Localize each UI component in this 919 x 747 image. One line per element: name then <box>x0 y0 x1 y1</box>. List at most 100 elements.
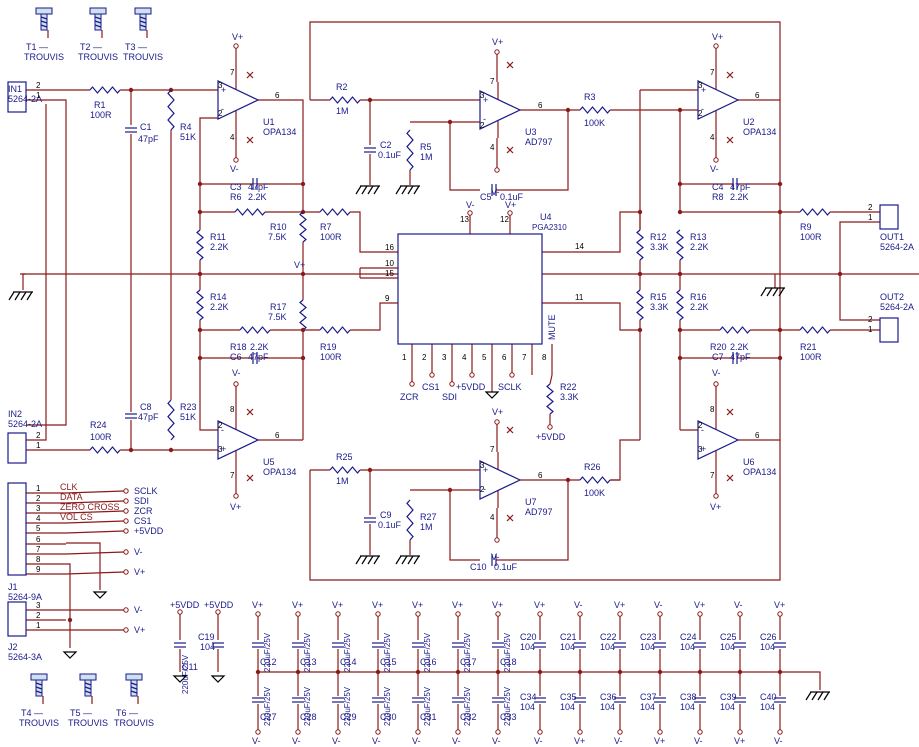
net-terminal <box>455 729 461 735</box>
pin-number: 8 <box>710 405 715 414</box>
connector-value: 5264-2A <box>880 302 914 312</box>
wire <box>738 99 781 212</box>
resistor-ref: R10 <box>270 222 287 232</box>
resistor-r25 <box>329 466 361 474</box>
ground-tick <box>413 555 420 565</box>
ground-triangle <box>172 675 188 683</box>
screw-thread <box>40 24 48 28</box>
opamp-u5: -+ <box>217 412 260 468</box>
net-terminal <box>617 729 623 735</box>
wire <box>496 480 569 561</box>
net-label-vminus: V- <box>466 200 475 210</box>
pin-number: 7 <box>36 545 41 554</box>
wire <box>65 551 125 555</box>
resistor- <box>239 326 271 334</box>
net-terminal <box>509 372 515 378</box>
nc-mark <box>726 408 734 416</box>
net-label-vminus: V- <box>230 164 239 174</box>
net-terminal <box>449 381 455 387</box>
net-label-vplus: V+ <box>372 600 383 610</box>
cap-value: 104 <box>720 702 735 712</box>
cap-value: 104 <box>640 702 655 712</box>
opamp-input-sign: + <box>701 85 706 95</box>
cap-value: 0.1uF <box>494 562 518 572</box>
pin-number: 4 <box>490 513 495 522</box>
wire <box>199 330 218 431</box>
resistor-zigzag <box>319 326 351 334</box>
screw-t6 <box>125 673 143 704</box>
junction-dot <box>565 477 571 483</box>
resistor-zigzag <box>329 96 361 104</box>
pin-number: 4 <box>710 133 715 142</box>
screw-head <box>134 7 152 15</box>
pin-number: 3 <box>698 81 703 90</box>
wire <box>66 542 101 590</box>
cap-ref: C4 <box>712 182 724 192</box>
junction-dot <box>197 355 203 361</box>
cap-ref: C12 <box>260 657 277 667</box>
resistor-r24 <box>89 446 121 454</box>
screw-ref: T5 — <box>70 708 92 718</box>
junction-dot <box>777 327 783 333</box>
wire <box>199 117 218 212</box>
resistor-value: 100K <box>584 118 605 128</box>
cap-value: 104 <box>720 642 735 652</box>
cap-value: 220uF/25V <box>263 632 272 672</box>
net-terminal <box>295 611 301 617</box>
opamp-ref: U7 <box>525 497 537 507</box>
net-label-vminus: V- <box>491 187 500 197</box>
screw-thread <box>84 690 92 694</box>
net-terminal <box>537 729 543 735</box>
wire <box>496 110 569 191</box>
cap-value: 0.1uF <box>500 192 524 202</box>
net-label-5vdd: +5VDD <box>456 382 486 392</box>
resistor-ref: R25 <box>336 452 353 462</box>
net-terminal <box>777 729 783 735</box>
cap-ref: C33 <box>500 712 517 722</box>
resistor-zigzag <box>234 208 266 216</box>
wire <box>309 21 781 100</box>
pin-number: 10 <box>385 259 394 268</box>
cap-ref: C24 <box>680 632 697 642</box>
resistor-zigzag <box>676 289 684 321</box>
pin-number: 14 <box>575 242 584 251</box>
resistor-r3 <box>579 106 611 114</box>
cap-ref: C28 <box>300 712 317 722</box>
pin-number: 4 <box>490 143 495 152</box>
pin-number: 9 <box>36 565 41 574</box>
net-label: V- <box>574 600 583 610</box>
pin-number: 1 <box>36 484 41 493</box>
cap-ref: C38 <box>680 692 697 702</box>
opamp-value: OPA134 <box>743 467 776 477</box>
u4-pin-name: MUTE <box>547 315 557 341</box>
pin-number: 1 <box>36 91 41 100</box>
pin-number: 1 <box>36 621 41 630</box>
capacitor-c27 <box>252 697 264 703</box>
resistor-r12 <box>636 229 644 261</box>
wire <box>258 99 304 212</box>
pin-number: 7 <box>490 77 495 86</box>
resistor-value: 1M <box>420 522 433 532</box>
cap-value: 220uF/25V <box>463 686 472 726</box>
net-label: V+ <box>614 600 625 610</box>
resistor-zigzag <box>319 208 351 216</box>
ground-tick <box>401 185 408 195</box>
net-terminal <box>123 518 129 524</box>
net-terminal <box>577 611 583 617</box>
capacitor-c24 <box>694 642 706 648</box>
resistor-value: 100R <box>320 352 342 362</box>
ground-tick <box>778 287 785 297</box>
opamp-input-sign: + <box>483 465 488 475</box>
resistor-ref: R2 <box>336 82 348 92</box>
net-terminal <box>713 157 719 163</box>
cap-value: 220uF/25V <box>463 632 472 672</box>
opamp-u1: +- <box>217 72 260 128</box>
nc-mark <box>726 71 734 79</box>
net-label-vminus: V- <box>492 736 501 746</box>
net-terminal <box>777 611 783 617</box>
resistor-value: 2.2K <box>690 302 709 312</box>
junction-dot <box>537 669 543 675</box>
connector-ref: J2 <box>8 642 18 652</box>
opamp-value: AD797 <box>525 507 553 517</box>
